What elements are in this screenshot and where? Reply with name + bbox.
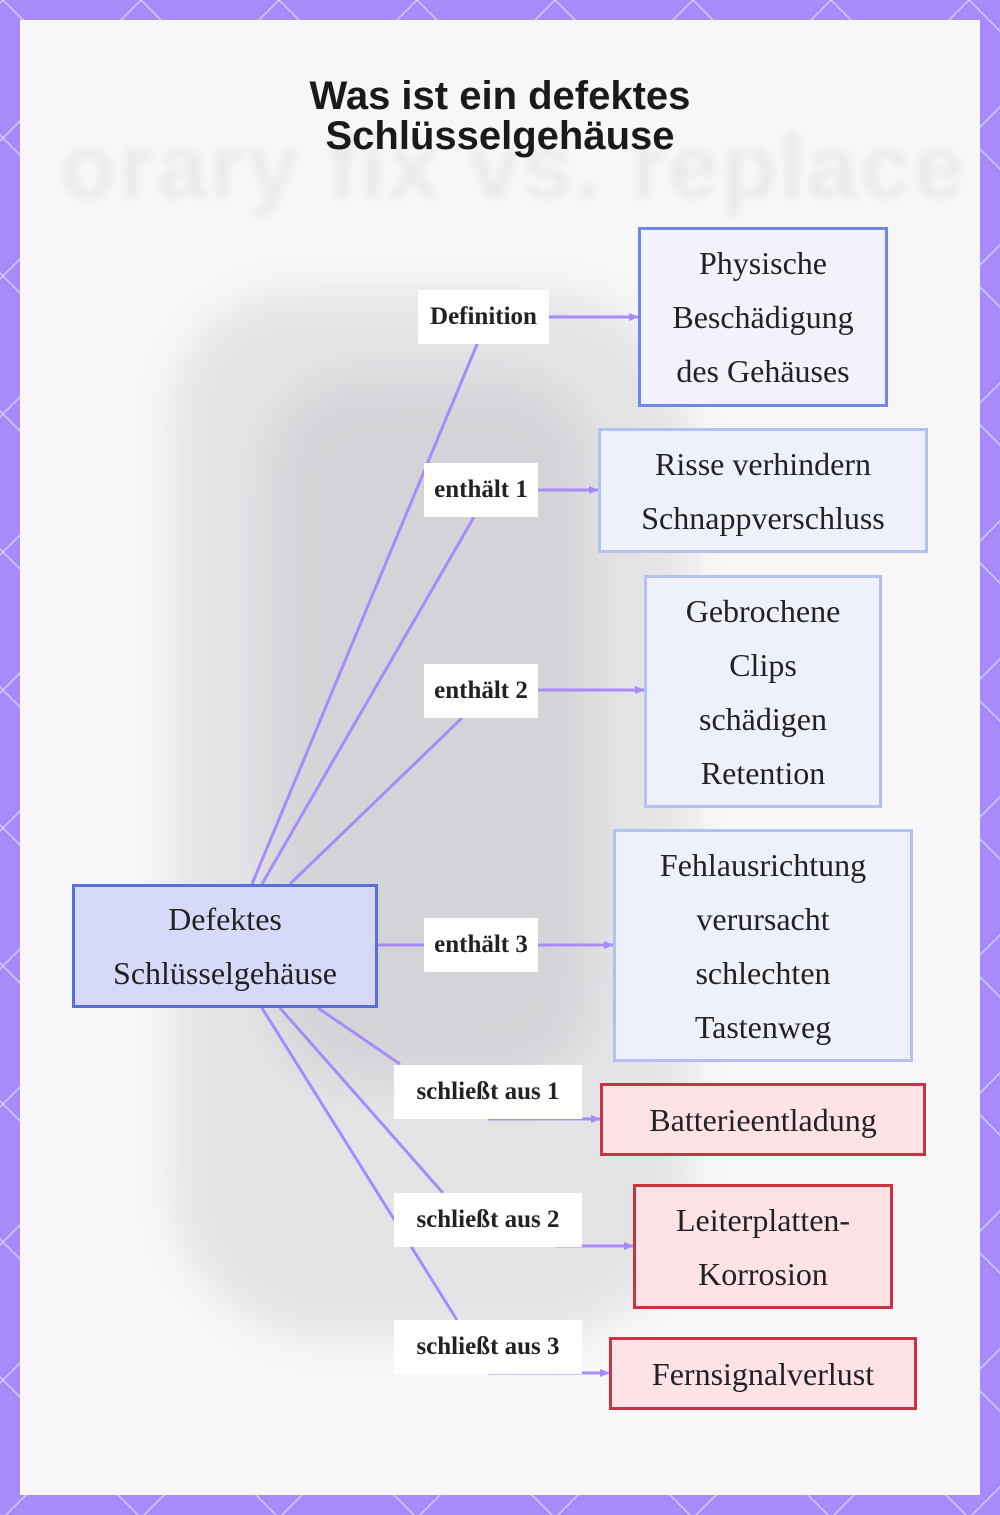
node-battery: Batterieentladung bbox=[600, 1083, 926, 1156]
edge-label-includes-2: enthält 2 bbox=[424, 664, 538, 718]
edge-excludes-1 bbox=[317, 1006, 600, 1119]
node-label: Batterieentladung bbox=[649, 1101, 877, 1138]
edge-label-definition: Definition bbox=[418, 290, 549, 344]
edge-excludes-3 bbox=[260, 1007, 609, 1373]
edge-label-includes-1: enthält 1 bbox=[424, 463, 538, 517]
edge-label-excludes-2: schließt aus 2 bbox=[394, 1193, 582, 1247]
node-physical-damage: Physische Beschädigung des Gehäuses bbox=[638, 227, 888, 407]
edge-includes-2 bbox=[288, 690, 644, 886]
node-label: Gebrochene Clips schädigen Retention bbox=[685, 592, 841, 791]
node-misalignment: Fehlausrichtung verursacht schlechten Ta… bbox=[613, 829, 913, 1062]
edge-definition bbox=[250, 317, 638, 885]
edge-includes-1 bbox=[260, 490, 598, 885]
background-photo-text: orary fix vs. replace bbox=[60, 116, 967, 218]
edge-label-excludes-1: schließt aus 1 bbox=[394, 1065, 582, 1119]
root-node: Defektes Schlüsselgehäuse bbox=[72, 884, 378, 1008]
node-signal-loss: Fernsignalverlust bbox=[609, 1337, 917, 1410]
root-node-label: Defektes Schlüsselgehäuse bbox=[113, 901, 337, 991]
edge-label-excludes-3: schließt aus 3 bbox=[394, 1320, 582, 1374]
node-broken-clips: Gebrochene Clips schädigen Retention bbox=[644, 575, 882, 808]
node-label: Risse verhindern Schnappverschluss bbox=[641, 445, 885, 536]
title-line-2: Schlüsselgehäuse bbox=[325, 114, 675, 158]
node-label: Leiterplatten- Korrosion bbox=[675, 1201, 851, 1292]
node-label: Physische Beschädigung des Gehäuses bbox=[672, 245, 854, 389]
node-pcb-corrosion: Leiterplatten- Korrosion bbox=[633, 1184, 893, 1309]
diagram-title: Was ist ein defektes Schlüsselgehäuse bbox=[0, 76, 1000, 156]
node-label: Fehlausrichtung verursacht schlechten Ta… bbox=[659, 846, 867, 1045]
edge-label-includes-3: enthält 3 bbox=[424, 918, 538, 972]
node-label: Fernsignalverlust bbox=[651, 1355, 875, 1392]
title-line-1: Was ist ein defektes bbox=[309, 74, 691, 118]
node-cracks: Risse verhindern Schnappverschluss bbox=[598, 428, 928, 553]
